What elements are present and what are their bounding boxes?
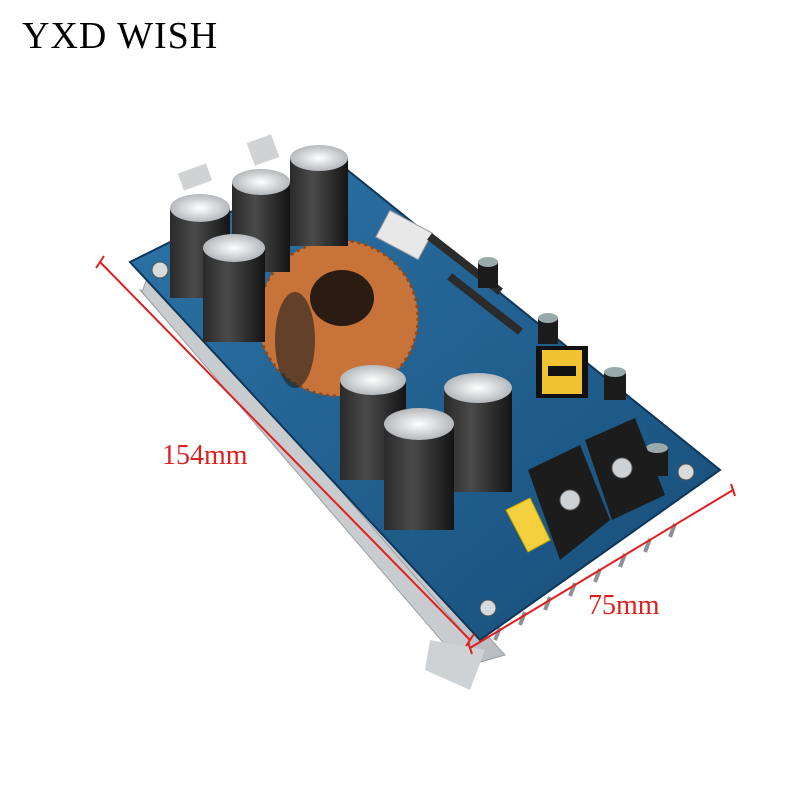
capacitor — [203, 234, 265, 342]
transformer — [536, 346, 588, 398]
electrolytic-capacitors — [170, 145, 668, 530]
length-dimension-label: 154mm — [162, 440, 248, 471]
toroid-inductor — [256, 238, 420, 398]
capacitor — [384, 408, 454, 530]
capacitor — [444, 373, 512, 492]
capacitor — [290, 145, 348, 246]
dimension-lines — [95, 255, 736, 655]
screw-terminals — [528, 418, 665, 560]
heatsink — [138, 269, 677, 690]
brand-watermark: YXD WISH — [22, 15, 219, 57]
width-dimension-label: 75mm — [588, 590, 660, 621]
blade-fuse — [505, 497, 551, 553]
